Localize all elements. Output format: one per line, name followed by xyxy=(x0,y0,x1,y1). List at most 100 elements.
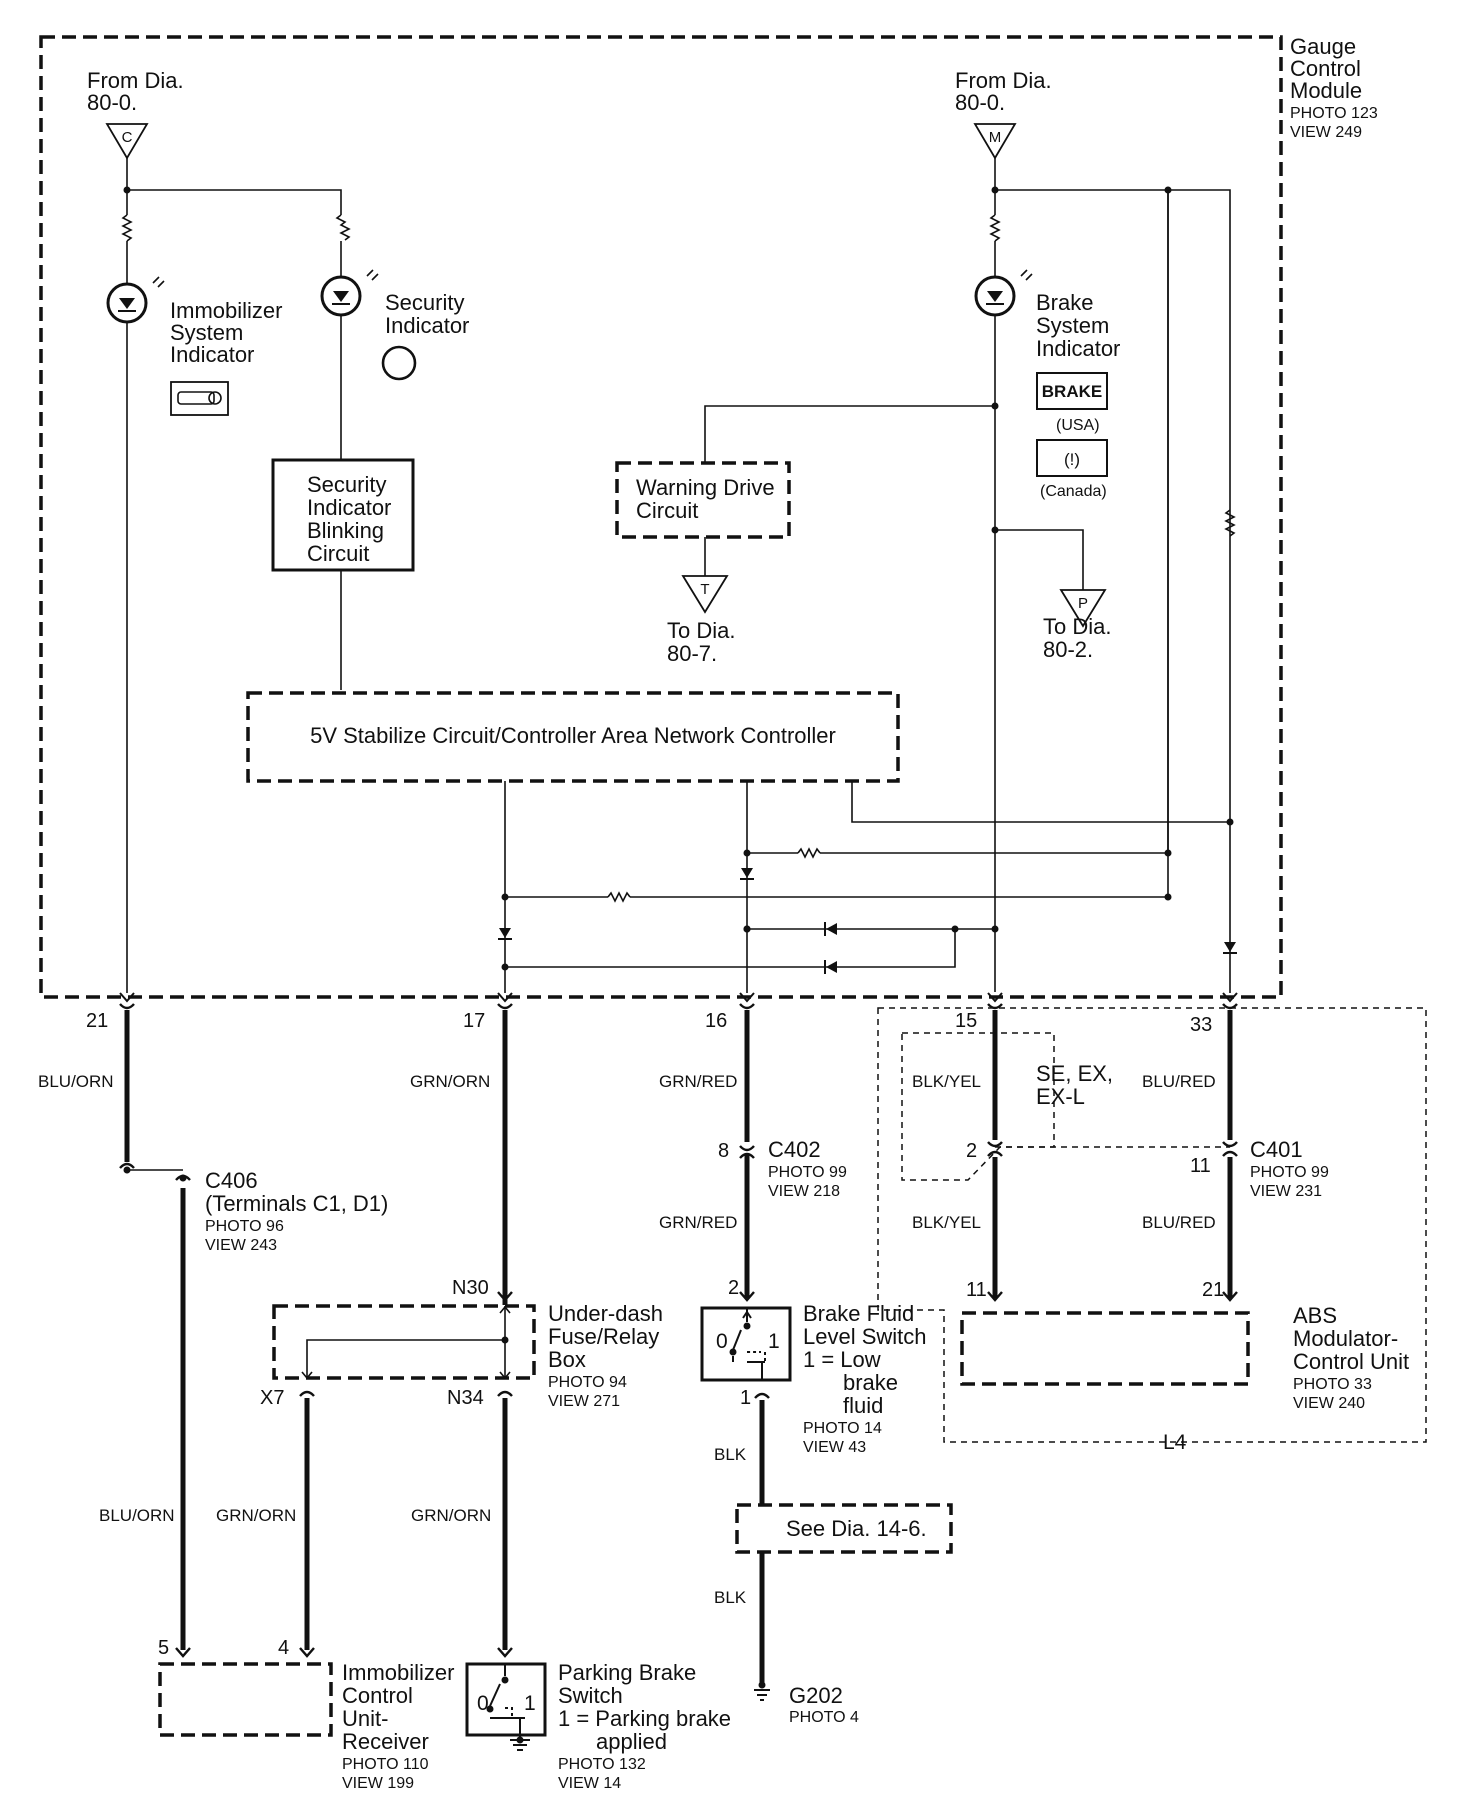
security-lamp-icon xyxy=(320,269,379,317)
to-dia-t-label: To Dia. 80-7. xyxy=(667,618,735,666)
can-controller-box xyxy=(246,691,900,783)
switch-pos0-label: 0 xyxy=(716,1330,728,1353)
svg-text:PHOTO 99: PHOTO 99 xyxy=(1250,1164,1329,1181)
junction-dot xyxy=(501,1336,509,1344)
svg-text:PHOTO 99: PHOTO 99 xyxy=(768,1164,847,1181)
junction-dot xyxy=(991,526,999,534)
c401-connector-label: C401 PHOTO 99 VIEW 231 xyxy=(1250,1137,1329,1200)
wire-color-label: BLU/ORN xyxy=(99,1506,175,1525)
svg-text:Indicator: Indicator xyxy=(1036,336,1120,361)
svg-text:VIEW 218: VIEW 218 xyxy=(768,1183,840,1200)
wire-color-label: BLU/ORN xyxy=(38,1072,114,1091)
junction-dot xyxy=(123,1166,131,1174)
svg-text:VIEW 243: VIEW 243 xyxy=(205,1237,277,1254)
svg-text:BRAKE: BRAKE xyxy=(1042,382,1102,401)
se-ex-variant-boundary xyxy=(901,1032,1055,1181)
off-page-triangle-m xyxy=(973,123,1017,160)
pin-n30-label: N30 xyxy=(452,1277,489,1299)
svg-text:Receiver: Receiver xyxy=(342,1729,429,1754)
pin-33-label: 33 xyxy=(1190,1014,1212,1036)
off-page-tag-m: M xyxy=(989,129,1002,146)
wire-color-label: BLK/YEL xyxy=(912,1213,981,1232)
svg-text:From Dia.: From Dia. xyxy=(955,68,1052,93)
diode-icon xyxy=(498,928,512,940)
off-page-tag-t: T xyxy=(700,581,709,598)
svg-text:PHOTO 33: PHOTO 33 xyxy=(1293,1376,1372,1393)
svg-text:PHOTO 94: PHOTO 94 xyxy=(548,1374,627,1391)
svg-text:VIEW 231: VIEW 231 xyxy=(1250,1183,1322,1200)
svg-text:Immobilizer: Immobilizer xyxy=(170,298,282,323)
brake-fluid-pin-2-label: 2 xyxy=(728,1277,739,1299)
abs-modulator-control-unit-box xyxy=(960,1311,1250,1386)
switch-pos1-label: 1 xyxy=(524,1692,536,1715)
abs-modulator-control-unit-label: ABS Modulator- Control Unit PHOTO 33 VIE… xyxy=(1293,1303,1409,1412)
svg-text:Indicator: Indicator xyxy=(307,495,391,520)
svg-text:Security: Security xyxy=(385,290,464,315)
off-page-triangle-p xyxy=(1059,589,1107,628)
svg-text:80-7.: 80-7. xyxy=(667,641,717,666)
svg-text:VIEW 240: VIEW 240 xyxy=(1293,1395,1365,1412)
see-dia-14-6-label: See Dia. 14-6. xyxy=(786,1516,927,1541)
output-network-wiring xyxy=(504,190,1230,993)
svg-text:Security: Security xyxy=(307,472,386,497)
svg-text:PHOTO 14: PHOTO 14 xyxy=(803,1420,882,1437)
immobilizer-control-unit-label: Immobilizer Control Unit- Receiver PHOTO… xyxy=(342,1660,454,1792)
pin-n34-label: N34 xyxy=(447,1387,484,1409)
svg-text:applied: applied xyxy=(596,1729,667,1754)
junction-dot xyxy=(951,925,959,933)
warning-drive-circuit-box xyxy=(615,461,791,539)
svg-text:Module: Module xyxy=(1290,78,1362,103)
junction-dot xyxy=(991,925,999,933)
gauge-control-module-boundary xyxy=(39,35,1283,999)
junction-dot xyxy=(501,963,509,971)
switch-pos1-label: 1 xyxy=(768,1330,780,1353)
wire-color-label: BLK xyxy=(714,1588,747,1607)
svg-text:VIEW 271: VIEW 271 xyxy=(548,1393,620,1410)
svg-text:Warning Drive: Warning Drive xyxy=(636,475,775,500)
svg-text:(!): (!) xyxy=(1064,450,1080,469)
svg-text:Level Switch: Level Switch xyxy=(803,1324,927,1349)
svg-text:80-0.: 80-0. xyxy=(87,90,137,115)
source-from-dia-left: From Dia. 80-0. xyxy=(87,68,184,115)
fuse-relay-box-outline xyxy=(272,1304,536,1380)
svg-text:Indicator: Indicator xyxy=(385,313,469,338)
wire-color-label: GRN/RED xyxy=(659,1213,737,1232)
junction-dot xyxy=(991,402,999,410)
switch-contact-icon xyxy=(729,1308,766,1380)
immobilizer-lamp-icon xyxy=(106,276,165,324)
junction-dot xyxy=(179,1174,187,1182)
diode-icon xyxy=(1223,942,1237,954)
security-symbol-icon xyxy=(381,345,417,381)
security-blinking-circuit-label: Security Indicator Blinking Circuit xyxy=(307,472,391,566)
fuse-relay-box-internal-wiring xyxy=(301,1305,511,1380)
svg-text:Brake Fluid: Brake Fluid xyxy=(803,1301,914,1326)
switch-pos0-label: 0 xyxy=(477,1692,489,1715)
svg-text:80-0.: 80-0. xyxy=(955,90,1005,115)
svg-text:EX-L: EX-L xyxy=(1036,1084,1085,1109)
svg-text:PHOTO 4: PHOTO 4 xyxy=(789,1709,859,1726)
wire-color-label: GRN/ORN xyxy=(411,1506,491,1525)
off-page-tag-c: C xyxy=(122,129,133,146)
c406-connector-label: C406 (Terminals C1, D1) PHOTO 96 VIEW 24… xyxy=(205,1168,388,1254)
diode-icon xyxy=(824,960,837,974)
svg-text:Fuse/Relay: Fuse/Relay xyxy=(548,1324,659,1349)
immobilizer-control-unit-box xyxy=(158,1662,333,1737)
c401-pin-2-label: 2 xyxy=(966,1140,977,1162)
parking-brake-switch-label: Parking Brake Switch 1 = Parking brake a… xyxy=(558,1660,731,1792)
svg-text:System: System xyxy=(1036,313,1109,338)
brake-fluid-level-switch-box xyxy=(700,1306,792,1382)
icu-pin-4-label: 4 xyxy=(278,1637,289,1659)
junction-dot xyxy=(1164,893,1172,901)
svg-text:C402: C402 xyxy=(768,1137,821,1162)
svg-text:Indicator: Indicator xyxy=(170,342,254,367)
junction-dot xyxy=(1164,849,1172,857)
harness-wires xyxy=(124,1010,1233,1685)
svg-text:System: System xyxy=(170,320,243,345)
connector-cup-symbols xyxy=(119,1003,1238,1658)
brake-system-indicator-label: Brake System Indicator xyxy=(1036,290,1120,361)
se-ex-variant-label: SE, EX, EX-L xyxy=(1036,1061,1113,1109)
junction-dot xyxy=(501,893,509,901)
svg-text:(Terminals C1, D1): (Terminals C1, D1) xyxy=(205,1191,388,1216)
svg-text:From Dia.: From Dia. xyxy=(87,68,184,93)
